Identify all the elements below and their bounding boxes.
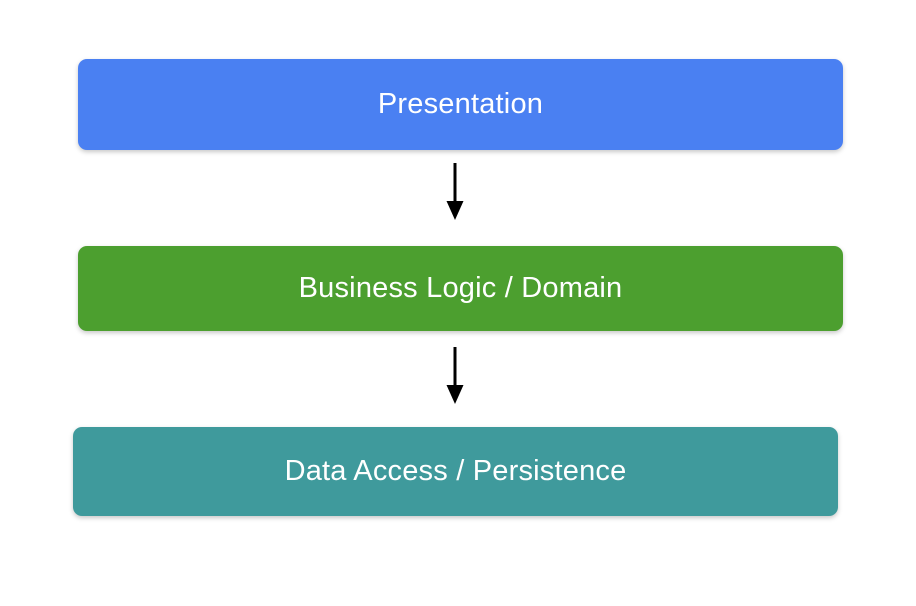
arrow-business-logic-to-data-access (435, 347, 475, 405)
layer-box-business-logic[interactable]: Business Logic / Domain (78, 246, 843, 331)
layer-label-data-access: Data Access / Persistence (284, 455, 627, 487)
layer-label-business-logic: Business Logic / Domain (298, 272, 623, 304)
layer-box-presentation[interactable]: Presentation (78, 59, 843, 150)
layer-label-presentation: Presentation (377, 88, 544, 120)
arrow-down-icon (446, 163, 464, 220)
layer-box-data-access[interactable]: Data Access / Persistence (73, 427, 838, 516)
arrow-presentation-to-business-logic (435, 163, 475, 221)
arrow-down-icon (446, 347, 464, 404)
